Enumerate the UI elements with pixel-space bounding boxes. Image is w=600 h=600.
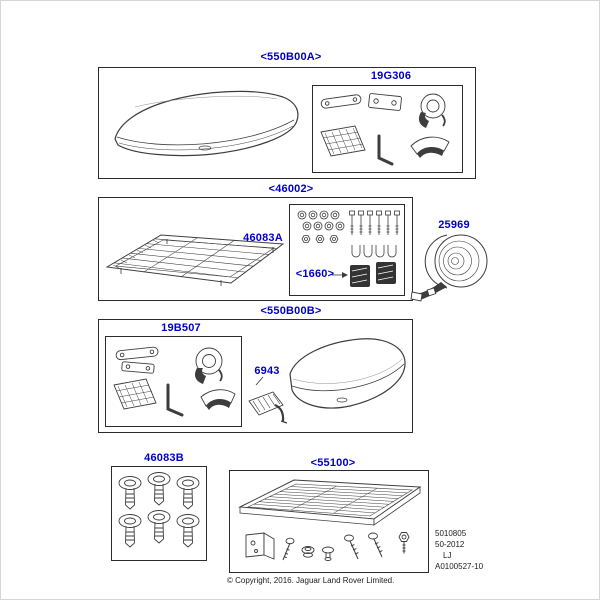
part-label-55100[interactable]: <55100>: [310, 457, 356, 469]
part-label-1660[interactable]: <1660>: [295, 268, 335, 280]
sheet-info-line: A0100527-10: [435, 562, 484, 571]
strap-ratchet: [418, 93, 446, 128]
part-label-46002[interactable]: <46002>: [268, 183, 314, 195]
mounting-bracket: [245, 532, 275, 560]
allen-key: [166, 383, 184, 417]
leader-line-6943: [255, 376, 264, 386]
tray-slats: [253, 486, 408, 514]
mounting-plate: [368, 93, 402, 111]
luggage-tray-illustration: [238, 479, 422, 561]
fitting-kit-a-illustration: [320, 93, 450, 166]
foot-bracket: [410, 136, 450, 158]
part-label-550B00A[interactable]: <550B00A>: [260, 51, 322, 63]
part-label-46083A[interactable]: 46083A: [243, 232, 283, 244]
wind-deflector-hatch: [112, 239, 160, 269]
part-label-19B507[interactable]: 19B507: [161, 322, 201, 334]
grommet: [322, 546, 334, 561]
strap-bracket: [115, 346, 159, 361]
rack-legs: [120, 239, 274, 286]
rubber-pads-1660: [350, 262, 396, 287]
plug-fastener: [176, 476, 200, 510]
rack-slats: [113, 238, 277, 279]
tray-crossbars: [290, 485, 378, 514]
allen-key: [377, 134, 394, 166]
roof-rack-illustration: [105, 234, 285, 286]
clips: [351, 245, 397, 258]
plug-fasteners-illustration: [118, 472, 200, 548]
roof-box-a-illustration: [114, 90, 299, 157]
strap-ratchet: [195, 347, 223, 384]
sheet-info-line: LJ: [443, 551, 452, 560]
sheet-info-line: 50-2012: [435, 540, 465, 549]
part-label-6943[interactable]: 6943: [254, 365, 280, 377]
mesh-pad: [320, 125, 366, 157]
hex-bolt: [368, 532, 383, 558]
fitting-kit-b-illustration: [113, 346, 236, 417]
plug-fastener: [118, 476, 142, 510]
hex-bolt: [344, 534, 359, 560]
plug-fastener: [118, 514, 142, 548]
hardware-kit-illustration: [297, 210, 400, 287]
roof-box-b-illustration: [289, 338, 406, 409]
mesh-pad: [113, 378, 157, 410]
plug-fastener: [176, 514, 200, 548]
sheet-info: 5010805 50-2012 LJ A0100527-10: [435, 528, 507, 572]
strap-bracket: [320, 94, 362, 109]
sheet-info-line: 5010805: [435, 529, 467, 538]
driving-lamp-illustration: [410, 234, 488, 302]
plug-fastener: [147, 472, 171, 506]
part-label-46083B[interactable]: 46083B: [144, 452, 184, 464]
foot-bracket: [200, 389, 236, 410]
rack-crossbars: [144, 237, 235, 277]
screw: [282, 537, 295, 561]
bolts: [349, 210, 400, 235]
mounting-plate: [121, 361, 155, 374]
part-label-19G306[interactable]: 19G306: [370, 70, 412, 82]
rail-clamp-illustration: [248, 391, 288, 424]
arrow-to-pads: [332, 272, 348, 278]
part-label-550B00B[interactable]: <550B00B>: [260, 305, 322, 317]
hex-nuts: [301, 235, 339, 243]
dome-washer: [301, 546, 315, 558]
washers: [297, 210, 345, 231]
part-label-25969[interactable]: 25969: [438, 219, 470, 231]
flange-screw: [398, 532, 410, 554]
plug-fastener: [147, 510, 171, 544]
copyright-notice: © Copyright, 2016. Jaguar Land Rover Lim…: [227, 576, 395, 585]
